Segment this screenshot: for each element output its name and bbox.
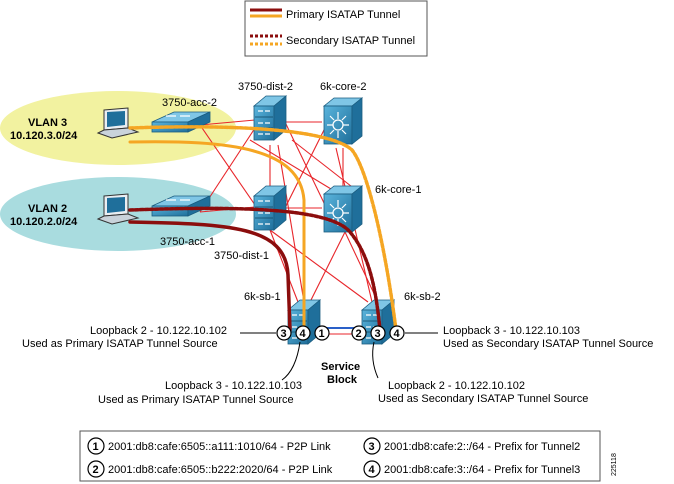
secondary-tunnel-vlan2 — [128, 206, 382, 332]
tunnels — [128, 125, 398, 332]
label-6k-core-1: 6k-core-1 — [375, 184, 421, 196]
legend-secondary-label: Secondary ISATAP Tunnel — [286, 35, 415, 47]
key-badge-2 — [87, 460, 105, 478]
label-6k-sb-2: 6k-sb-2 — [404, 291, 441, 303]
badge-1-text: 1 — [319, 328, 325, 340]
vlan3-name: VLAN 3 — [28, 117, 67, 129]
key-entry-1: 2001:db8:cafe:6505::a111:1010/64 - P2P L… — [108, 441, 331, 453]
badge-3-right-text: 3 — [375, 328, 381, 340]
service-block-badges: 3 4 1 2 3 4 — [276, 325, 405, 341]
physical-links — [199, 119, 379, 303]
key-badge-2-text: 2 — [93, 464, 99, 476]
callout-left-top-1: Loopback 2 - 10.122.10.102 — [90, 325, 227, 337]
key-entry-3: 2001:db8:cafe:2::/64 - Prefix for Tunnel… — [384, 441, 580, 453]
key-entry-4: 2001:db8:cafe:3::/64 - Prefix for Tunnel… — [384, 464, 580, 476]
callout-right-bottom-1: Loopback 2 - 10.122.10.102 — [388, 380, 525, 392]
figure-id: 225118 — [611, 453, 618, 476]
key-badge-3 — [363, 437, 381, 455]
primary-tunnel-vlan2 — [128, 220, 292, 332]
address-key-box — [79, 430, 601, 482]
badge-4-left — [295, 325, 311, 341]
label-6k-core-2: 6k-core-2 — [320, 81, 366, 93]
callout-left-bottom-1: Loopback 3 - 10.122.10.103 — [165, 380, 302, 392]
key-badge-1 — [87, 437, 105, 455]
vlan3-subnet: 10.120.3.0/24 — [10, 130, 78, 142]
label-3750-acc-2: 3750-acc-2 — [162, 97, 217, 109]
key-badge-4 — [363, 460, 381, 478]
callout-left-bottom-2: Used as Primary ISATAP Tunnel Source — [98, 394, 294, 406]
switch-3750-dist-2 — [253, 95, 287, 141]
secondary-tunnel-vlan3 — [128, 125, 398, 332]
callout-right-top-1: Loopback 3 - 10.122.10.103 — [443, 325, 580, 337]
key-badge-4-text: 4 — [369, 464, 376, 476]
badge-1 — [314, 325, 330, 341]
badge-3-left — [276, 325, 292, 341]
badge-2-text: 2 — [356, 328, 362, 340]
key-badge-3-text: 3 — [369, 441, 375, 453]
callout-right-bottom-2: Used as Secondary ISATAP Tunnel Source — [378, 393, 588, 405]
legend: Primary ISATAP Tunnel Secondary ISATAP T… — [244, 0, 428, 57]
primary-tunnel-vlan3 — [128, 140, 306, 332]
badge-2 — [351, 325, 367, 341]
switch-6k-core-2 — [323, 97, 363, 145]
vlan2-subnet: 10.120.2.0/24 — [10, 216, 78, 228]
vlan2-name: VLAN 2 — [28, 203, 67, 215]
callout-left-top-2: Used as Primary ISATAP Tunnel Source — [22, 338, 218, 350]
address-key: 1 2001:db8:cafe:6505::a111:1010/64 - P2P… — [79, 430, 601, 482]
badge-4-left-text: 4 — [300, 328, 307, 340]
service-block-line2: Block — [327, 374, 358, 386]
key-entry-2: 2001:db8:cafe:6505::b222:2020/64 - P2P L… — [108, 464, 333, 476]
label-3750-acc-1: 3750-acc-1 — [160, 236, 215, 248]
label-6k-sb-1: 6k-sb-1 — [244, 291, 281, 303]
service-block-line1: Service — [321, 361, 360, 373]
callout-right-top-2: Used as Secondary ISATAP Tunnel Source — [443, 338, 653, 350]
badge-3-right — [370, 325, 386, 341]
label-3750-dist-2: 3750-dist-2 — [238, 81, 293, 93]
label-3750-dist-1: 3750-dist-1 — [214, 250, 269, 262]
key-badge-1-text: 1 — [93, 441, 99, 453]
badge-3-left-text: 3 — [281, 328, 287, 340]
badge-4-right-text: 4 — [394, 328, 401, 340]
legend-primary-label: Primary ISATAP Tunnel — [286, 9, 400, 21]
badge-4-right — [389, 325, 405, 341]
callout-connectors — [240, 332, 438, 381]
